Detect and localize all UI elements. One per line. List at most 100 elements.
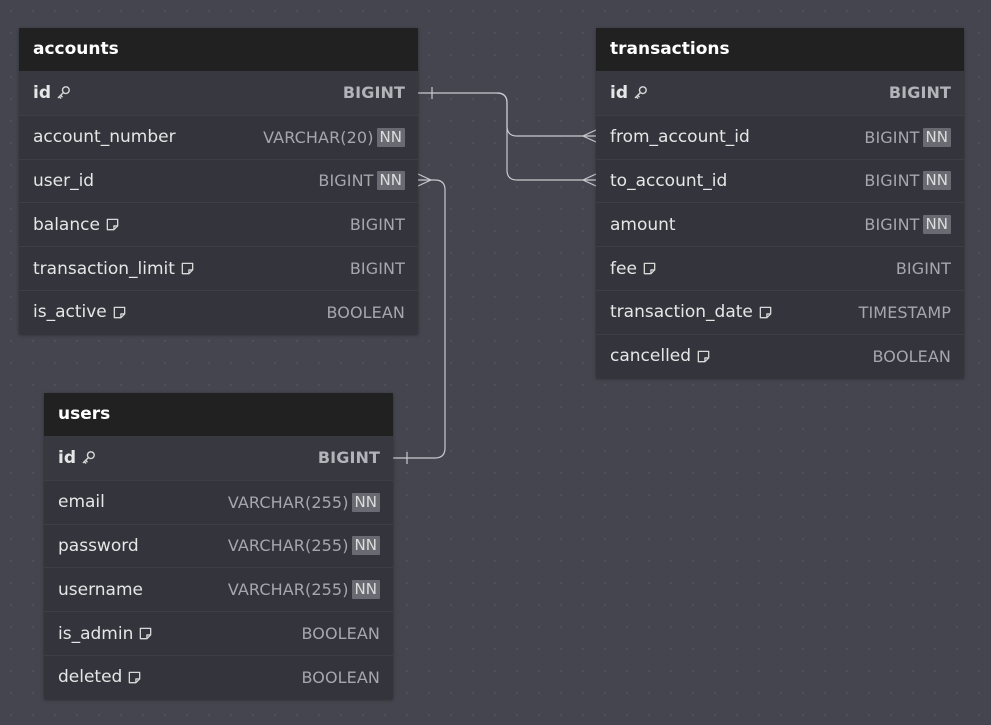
column-type: BIGINT — [864, 215, 920, 235]
column-type: BIGINT — [888, 83, 951, 103]
column-row-accounts-0[interactable]: id BIGINT — [19, 71, 418, 115]
not-null-badge: NN — [351, 492, 380, 512]
column-row-accounts-4[interactable]: transaction_limit BIGINT — [19, 246, 418, 290]
table-header-transactions[interactable]: transactions — [596, 28, 964, 71]
not-null-badge: NN — [922, 215, 951, 235]
column-type: BIGINT — [895, 259, 951, 279]
column-name-text: deleted — [58, 667, 123, 688]
column-type: BIGINT — [349, 215, 405, 235]
not-null-badge: NN — [351, 536, 380, 556]
column-name-text: transaction_date — [610, 302, 753, 323]
column-name: user_id — [33, 171, 94, 191]
column-row-users-1[interactable]: email VARCHAR(255)NN — [44, 479, 393, 524]
column-name: password — [58, 536, 139, 556]
column-type: BIGINT — [864, 127, 920, 147]
column-name: cancelled — [610, 346, 711, 366]
column-name: balance — [33, 215, 120, 235]
table-header-users[interactable]: users — [44, 393, 393, 436]
key-icon — [56, 85, 71, 100]
column-name-text: fee — [610, 258, 637, 279]
note-icon[interactable] — [138, 626, 153, 641]
column-type: BIGINT — [317, 448, 380, 468]
column-name: to_account_id — [610, 171, 727, 191]
column-name: id — [58, 448, 96, 468]
column-row-users-2[interactable]: password VARCHAR(255)NN — [44, 523, 393, 568]
not-null-badge: NN — [351, 580, 380, 600]
column-name: amount — [610, 215, 676, 235]
column-row-transactions-0[interactable]: id BIGINT — [596, 71, 964, 115]
column-name: email — [58, 492, 105, 512]
note-icon[interactable] — [642, 261, 657, 276]
column-row-users-0[interactable]: id BIGINT — [44, 436, 393, 480]
column-name-text: id — [33, 82, 51, 103]
column-name-text: is_active — [33, 302, 107, 323]
column-type: VARCHAR(255) — [227, 580, 349, 600]
column-type: BIGINT — [864, 171, 920, 191]
column-row-users-5[interactable]: deleted BOOLEAN — [44, 654, 393, 699]
column-row-transactions-5[interactable]: transaction_date TIMESTAMP — [596, 289, 964, 334]
column-type: BOOLEAN — [326, 302, 405, 322]
column-name-text: password — [58, 535, 139, 556]
column-type: BIGINT — [349, 259, 405, 279]
column-row-accounts-5[interactable]: is_active BOOLEAN — [19, 289, 418, 334]
column-row-users-3[interactable]: username VARCHAR(255)NN — [44, 567, 393, 611]
column-name-text: transaction_limit — [33, 258, 175, 279]
column-type: TIMESTAMP — [858, 302, 951, 322]
column-name: is_admin — [58, 624, 153, 644]
column-name-text: balance — [33, 214, 100, 235]
column-type: BOOLEAN — [872, 346, 951, 366]
column-name-text: email — [58, 492, 105, 513]
column-type: BIGINT — [318, 171, 374, 191]
many-marker-from-account — [581, 129, 597, 143]
column-name-text: id — [58, 447, 76, 468]
not-null-badge: NN — [922, 127, 951, 147]
note-icon[interactable] — [105, 217, 120, 232]
note-icon[interactable] — [112, 305, 127, 320]
table-header-accounts[interactable]: accounts — [19, 28, 418, 71]
column-name: from_account_id — [610, 127, 750, 147]
column-name: transaction_date — [610, 302, 773, 322]
column-name: account_number — [33, 127, 176, 147]
column-row-accounts-3[interactable]: balance BIGINT — [19, 202, 418, 246]
column-name: id — [33, 83, 71, 103]
column-name-text: to_account_id — [610, 170, 728, 191]
column-type: BIGINT — [342, 83, 405, 103]
link-accounts-to-from-account — [418, 92, 596, 137]
column-type: BOOLEAN — [301, 667, 380, 687]
column-row-transactions-4[interactable]: fee BIGINT — [596, 246, 964, 290]
column-name: deleted — [58, 667, 142, 687]
column-name: id — [610, 83, 648, 103]
column-name-text: amount — [610, 214, 676, 235]
column-name-text: is_admin — [58, 623, 134, 644]
note-icon[interactable] — [758, 305, 773, 320]
link-accounts-to-to-account — [496, 92, 596, 181]
column-name-text: cancelled — [610, 346, 692, 367]
column-name: transaction_limit — [33, 259, 195, 279]
column-type: VARCHAR(255) — [227, 492, 349, 512]
column-name: fee — [610, 259, 657, 279]
note-icon[interactable] — [180, 261, 195, 276]
column-name-text: from_account_id — [610, 127, 750, 148]
column-type: VARCHAR(255) — [227, 536, 349, 556]
key-icon — [81, 450, 96, 465]
not-null-badge: NN — [376, 127, 405, 147]
column-name: is_active — [33, 302, 127, 322]
many-marker-user-id — [417, 173, 433, 187]
note-icon[interactable] — [127, 670, 142, 685]
column-name: username — [58, 580, 143, 600]
not-null-badge: NN — [922, 171, 951, 191]
column-row-transactions-6[interactable]: cancelled BOOLEAN — [596, 333, 964, 378]
column-name-text: id — [610, 82, 628, 103]
many-marker-to-account — [581, 173, 597, 187]
note-icon[interactable] — [696, 349, 711, 364]
